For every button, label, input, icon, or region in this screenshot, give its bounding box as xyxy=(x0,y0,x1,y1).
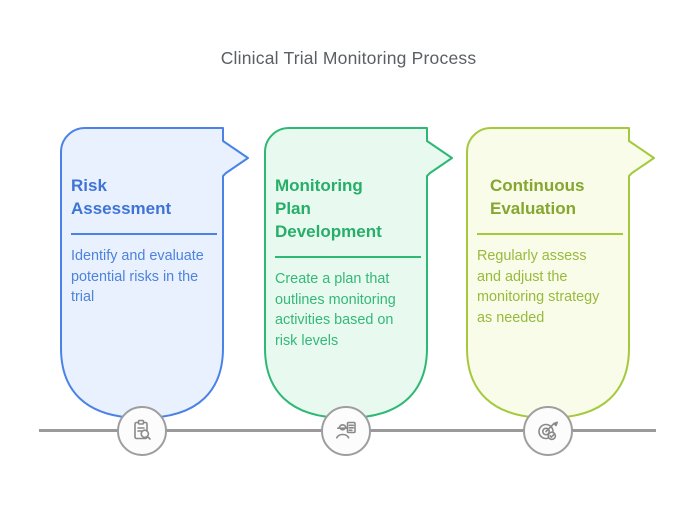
clipboard-search-icon xyxy=(134,419,151,440)
speech-bubble-shape xyxy=(264,127,453,419)
step-title: Continuous Evaluation xyxy=(490,176,585,218)
step-card-risk-assessment: Risk Assessment Identify and evaluate po… xyxy=(60,127,252,419)
title-divider xyxy=(71,233,217,235)
title-divider xyxy=(275,256,421,258)
timeline-node-monitoring-plan xyxy=(321,406,371,456)
step-title: Risk Assessment xyxy=(71,176,172,218)
step-title: Monitoring Plan Development xyxy=(275,176,382,241)
person-checklist-icon xyxy=(336,421,356,439)
step-description: Regularly assess and adjust the monitori… xyxy=(477,248,600,326)
timeline-node-risk-assessment xyxy=(117,406,167,456)
title-divider xyxy=(477,233,623,235)
speech-bubble-shape xyxy=(466,127,655,419)
timeline-node-continuous-evaluation xyxy=(523,406,573,456)
step-card-continuous-evaluation: Continuous Evaluation Regularly assess a… xyxy=(466,127,658,419)
speech-bubble-shape xyxy=(60,127,249,419)
step-content: Risk Assessment Identify and evaluate po… xyxy=(71,174,223,308)
page-title: Clinical Trial Monitoring Process xyxy=(220,48,477,68)
step-content: Continuous Evaluation Regularly assess a… xyxy=(477,174,629,328)
step-card-monitoring-plan-development: Monitoring Plan Development Create a pla… xyxy=(264,127,456,419)
step-description: Identify and evaluate potential risks in… xyxy=(71,248,204,305)
target-arrow-check-icon xyxy=(538,421,558,441)
step-description: Create a plan that outlines monitoring a… xyxy=(275,271,396,349)
step-content: Monitoring Plan Development Create a pla… xyxy=(275,174,427,351)
